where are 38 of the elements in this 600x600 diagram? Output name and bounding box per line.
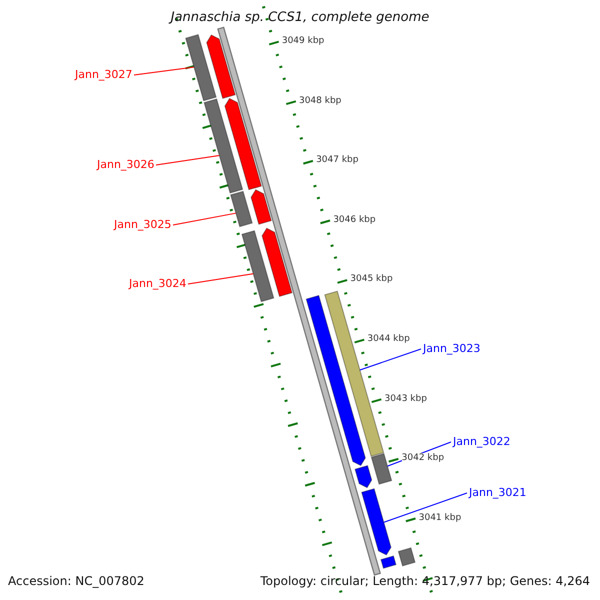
gene-feature (354, 465, 372, 488)
gene-label: Jann_3022 (453, 435, 510, 448)
gene-bar (230, 190, 253, 228)
gene-feature (224, 98, 262, 190)
leader-line (188, 273, 254, 284)
gene-label: Jann_3025 (114, 218, 172, 231)
tick-label: 3045 kbp (350, 274, 393, 284)
tick-label: 3047 kbp (316, 155, 358, 166)
leader-line (156, 155, 220, 166)
gene-bar (370, 453, 392, 485)
gene-feature (250, 189, 272, 225)
gene-bar (204, 98, 244, 194)
tick-label: 3044 kbp (367, 334, 410, 344)
gene-feature (361, 488, 392, 556)
leader-line (134, 66, 194, 76)
leader-line (172, 212, 236, 226)
gene-label: Jann_3024 (129, 277, 186, 290)
gene-feature (306, 294, 366, 466)
tick-label: 3043 kbp (384, 394, 427, 404)
gene-feature (262, 228, 293, 297)
tick-label: 3041 kbp (418, 512, 462, 523)
tick-label: 3042 kbp (402, 453, 444, 464)
gene-feature (206, 34, 236, 99)
tick-label: 3049 kbp (282, 36, 324, 46)
gene-feature (380, 555, 397, 569)
gene-bar (398, 547, 416, 566)
gene-label: Jann_3023 (423, 342, 480, 355)
gene-label: Jann_3027 (75, 68, 132, 81)
accession-text: Accession: NC_007802 (8, 574, 144, 588)
tick-label: 3048 kbp (298, 96, 342, 106)
genome-stats-text: Topology: circular; Length: 4,317,977 bp; Genes: 4,264 (260, 574, 590, 588)
tick-label: 3046 kbp (333, 214, 376, 225)
leader-line (383, 492, 468, 523)
gene-label: Jann_3026 (97, 158, 154, 171)
leader-line (359, 348, 422, 370)
title: Jannaschia sp. CCS1, complete genome (168, 10, 430, 25)
gene-label: Jann_3021 (469, 486, 526, 499)
gene-bar (241, 230, 274, 302)
